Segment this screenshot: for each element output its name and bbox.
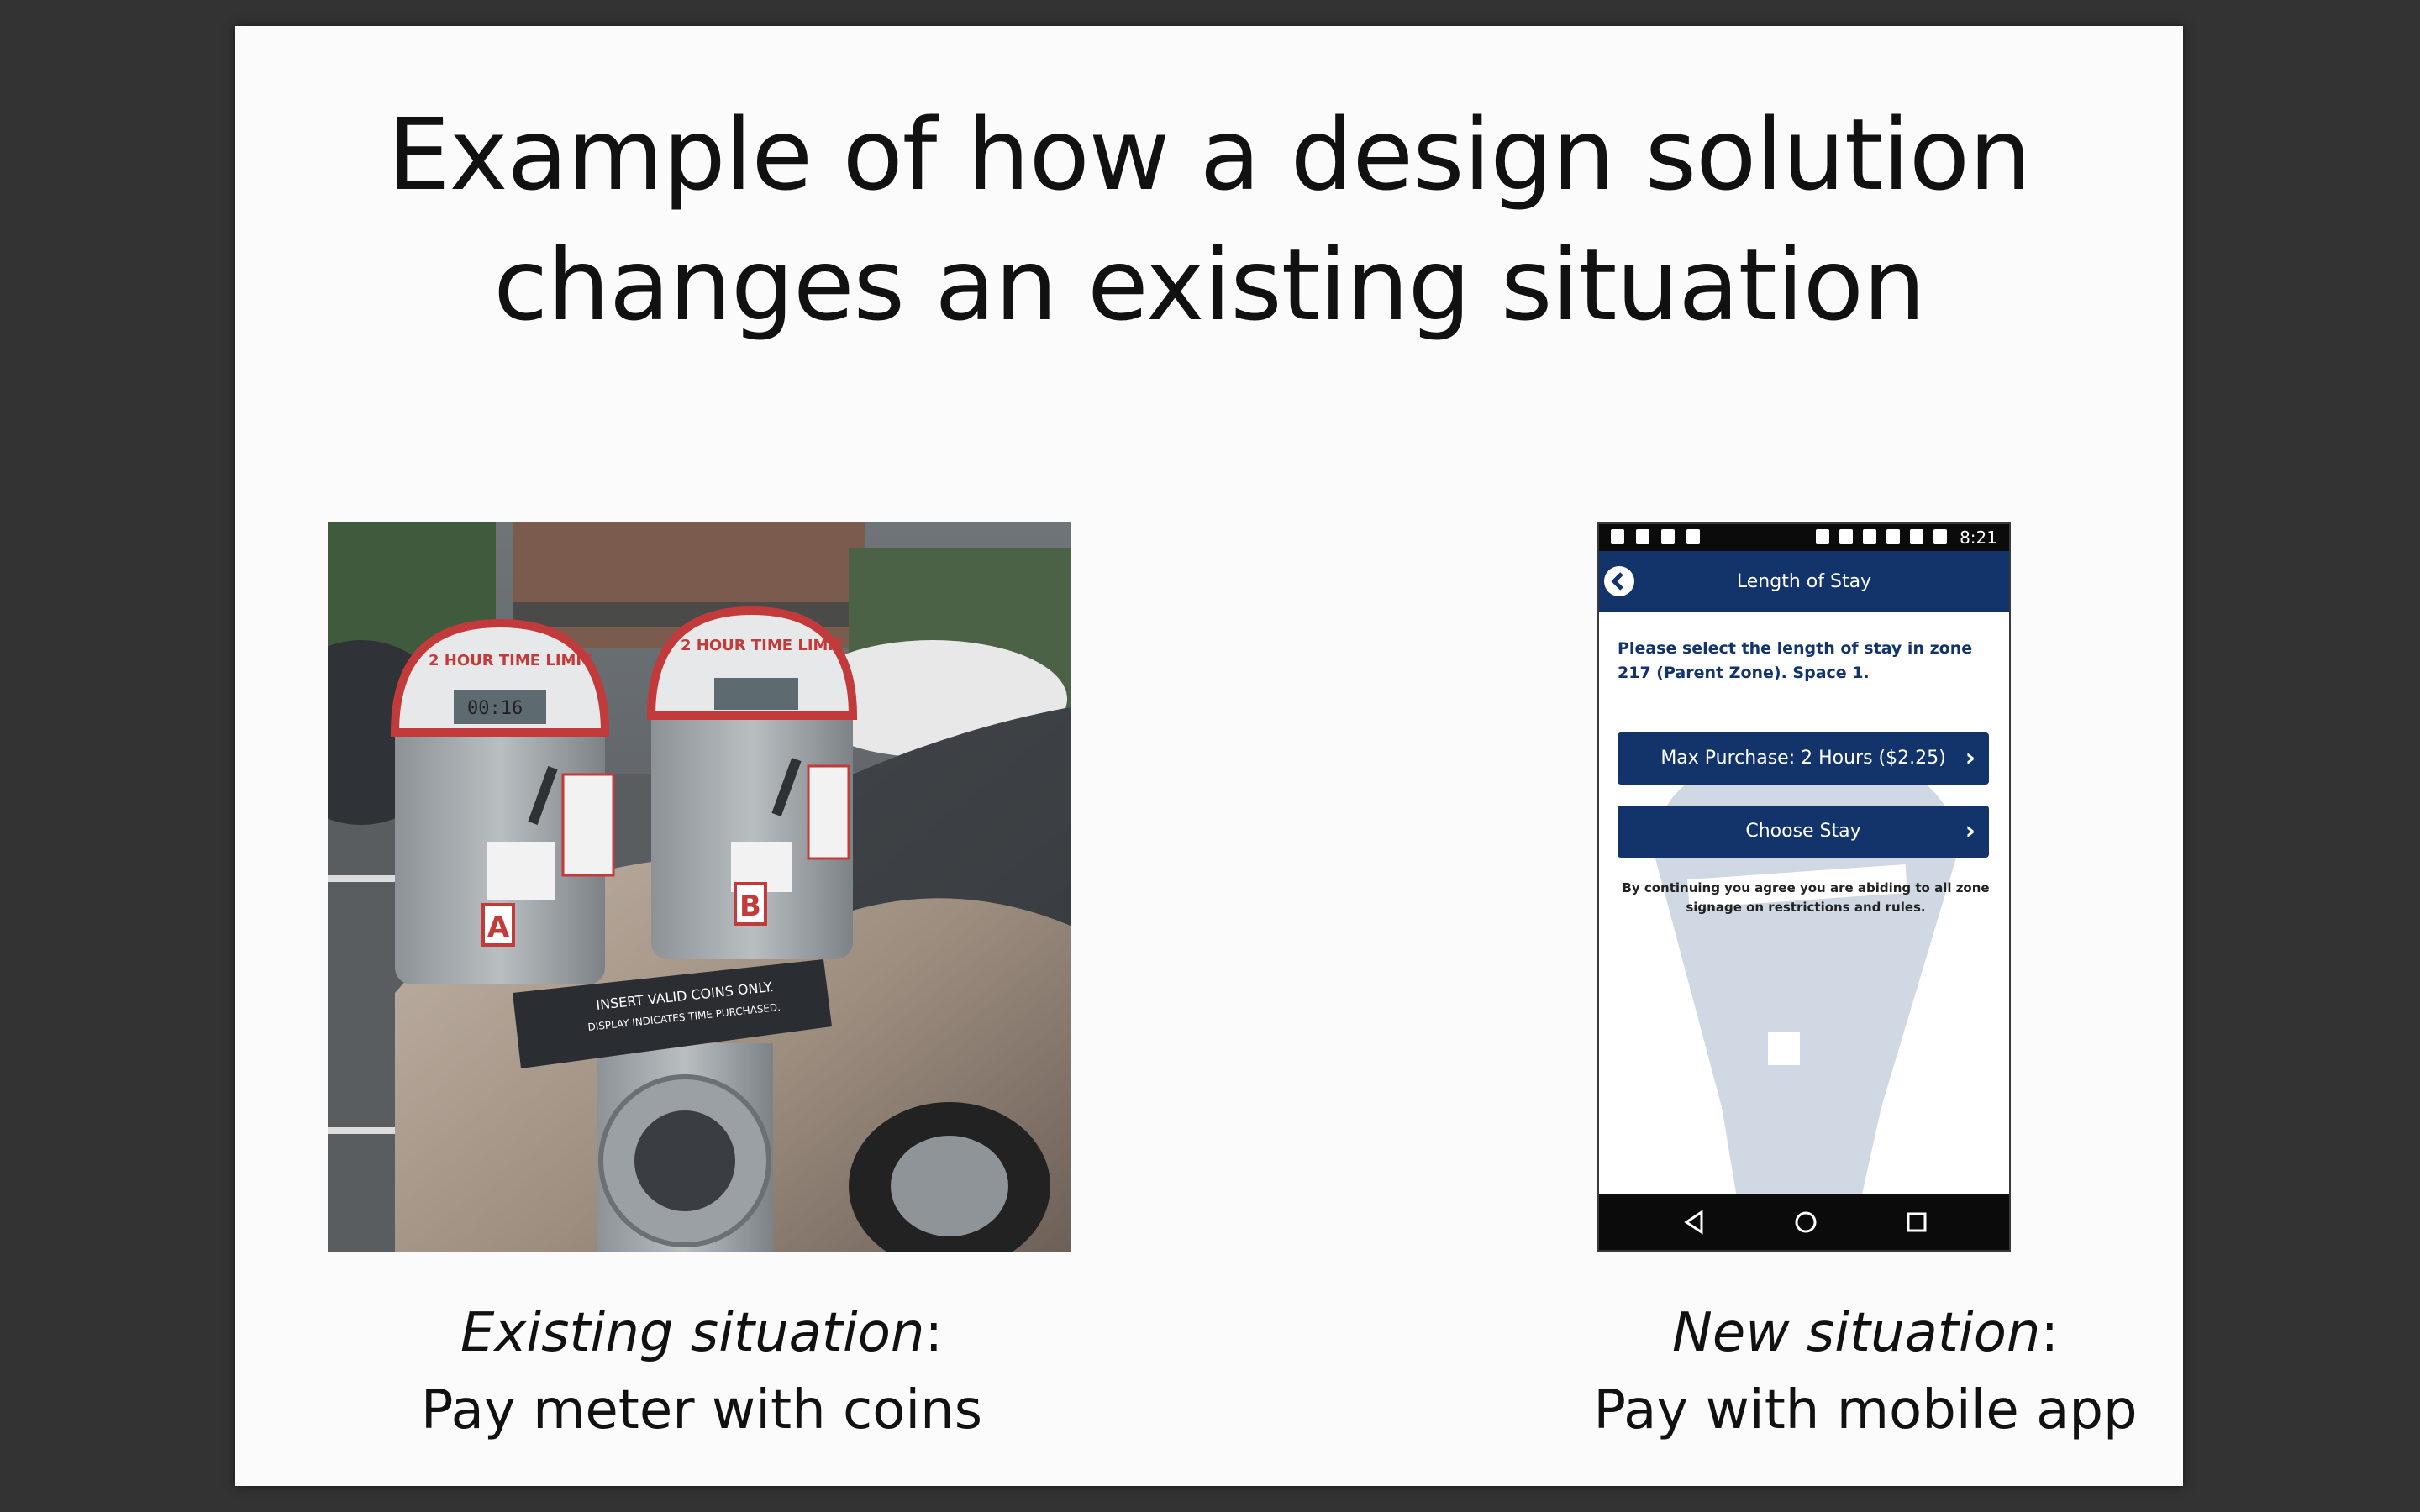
image-icon xyxy=(1636,529,1649,544)
chevron-right-icon: › xyxy=(1965,743,1975,773)
dome-text-b: 2 HOUR TIME LIMIT xyxy=(681,637,844,654)
chevron-right-icon: › xyxy=(1965,816,1975,846)
dome-text-a: 2 HOUR TIME LIMIT xyxy=(429,652,592,669)
alarm-icon xyxy=(1863,529,1876,544)
wifi-icon xyxy=(1886,529,1900,544)
stay-prompt: Please select the length of stay in zone… xyxy=(1618,639,1973,682)
battery-icon xyxy=(1933,529,1947,544)
caption-existing-text: Pay meter with coins xyxy=(420,1379,983,1441)
calendar-icon xyxy=(1611,529,1624,544)
app-bar-title: Length of Stay xyxy=(1736,571,1872,592)
caption-new-text: Pay with mobile app xyxy=(1593,1379,2138,1441)
meter-a-label: A xyxy=(487,911,510,944)
max-purchase-button[interactable]: Max Purchase: 2 Hours ($2.25) › xyxy=(1618,732,1989,785)
phone-screenshot: 8:21 Length of Stay Please select the le… xyxy=(1597,522,2011,1252)
status-bar: 8:21 xyxy=(1599,524,2009,551)
signal-icon xyxy=(1910,529,1923,544)
navigation-bar xyxy=(1599,1194,2009,1250)
nav-back-icon[interactable] xyxy=(1681,1209,1708,1236)
nav-recents-icon[interactable] xyxy=(1903,1209,1930,1236)
parking-meter-photo: INSERT VALID COINS ONLY. DISPLAY INDICAT… xyxy=(328,522,1071,1252)
app-content: Please select the length of stay in zone… xyxy=(1599,612,2009,1194)
slide-title: Example of how a design solution changes… xyxy=(235,90,2183,350)
title-line-2: changes an existing situation xyxy=(493,227,1925,343)
nav-home-icon[interactable] xyxy=(1792,1209,1819,1236)
caption-new-label: New situation xyxy=(1671,1302,2041,1364)
max-purchase-label: Max Purchase: 2 Hours ($2.25) xyxy=(1660,748,1946,769)
parking-meter-illustration: INSERT VALID COINS ONLY. DISPLAY INDICAT… xyxy=(328,522,1071,1252)
plug-icon xyxy=(1686,529,1700,544)
caption-existing-colon: : xyxy=(924,1302,943,1364)
choose-stay-label: Choose Stay xyxy=(1745,821,1861,842)
status-time: 8:21 xyxy=(1960,528,1997,548)
system-icons xyxy=(1816,529,1947,544)
voicemail-icon xyxy=(1661,529,1675,544)
app-bar: Length of Stay xyxy=(1599,551,2009,612)
parking-meter-watermark-icon xyxy=(1655,754,1957,1194)
meter-b-label: B xyxy=(739,890,761,923)
chevron-left-icon xyxy=(1611,572,1623,591)
back-button[interactable] xyxy=(1604,566,1634,596)
slide: Example of how a design solution changes… xyxy=(235,26,2183,1486)
title-line-1: Example of how a design solution xyxy=(387,97,2032,213)
choose-stay-button[interactable]: Choose Stay › xyxy=(1618,806,1989,858)
vibrate-icon xyxy=(1839,529,1853,544)
display-a: 00:16 xyxy=(467,698,523,719)
caption-new-colon: : xyxy=(2040,1302,2060,1364)
bluetooth-icon xyxy=(1816,529,1829,544)
caption-new: New situation: Pay with mobile app xyxy=(1529,1294,2202,1449)
caption-existing-label: Existing situation xyxy=(460,1302,925,1364)
notification-icons xyxy=(1611,529,1700,544)
caption-existing: Existing situation: Pay meter with coins xyxy=(328,1294,1076,1449)
terms-note: By continuing you agree you are abiding … xyxy=(1622,880,1990,915)
